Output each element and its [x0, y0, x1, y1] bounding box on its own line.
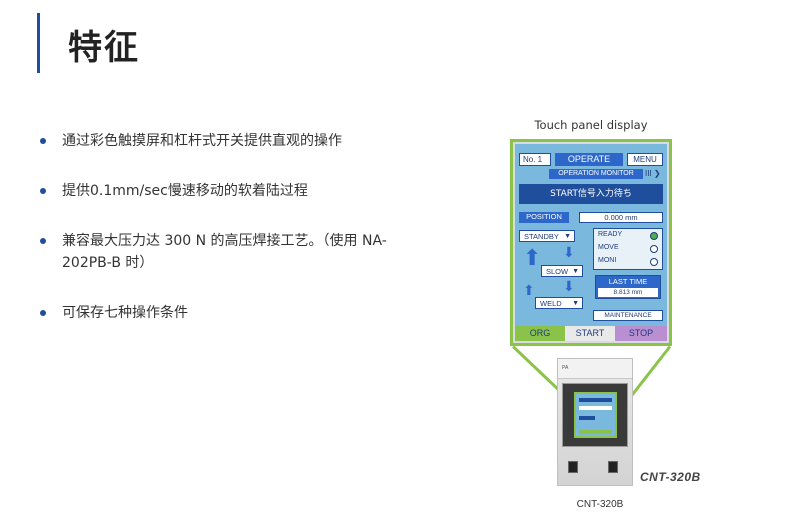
cnt-320b-device-image: PA [557, 358, 633, 486]
dropdown-icon: ▼ [572, 300, 579, 307]
maintenance-button-image: MAINTENANCE [593, 310, 663, 321]
feature-text: 兼容最大压力达 300 N 的高压焊接工艺。（使用 NA-202PB-B 时） [62, 233, 387, 271]
dropdown-icon: ▼ [564, 233, 571, 240]
operation-monitor-label: OPERATION MONITOR [549, 169, 643, 179]
feature-text: 可保存七种操作条件 [62, 305, 188, 321]
arrow-up-icon: ⬆ [523, 246, 542, 271]
device-mini-screen [574, 392, 617, 438]
status-box: READY MOVE MONI [593, 228, 663, 270]
feature-text: 提供0.1mm/sec慢速移动的软着陆过程 [62, 183, 308, 199]
last-time-label: LAST TIME [608, 277, 648, 286]
status-label: MONI [598, 257, 617, 264]
status-label: MOVE [598, 244, 619, 251]
program-number: No. 1 [519, 153, 551, 166]
radio-icon [650, 245, 658, 253]
operate-label: OPERATE [555, 153, 623, 166]
device-switch-icon [568, 461, 578, 473]
mini-screen-bar [579, 430, 612, 434]
slow-label: SLOW [546, 267, 569, 276]
title-accent-bar [37, 13, 40, 73]
mini-screen-bar [579, 406, 612, 410]
feature-list: 通过彩色触摸屏和杠杆式开关提供直观的操作 提供0.1mm/sec慢速移动的软着陆… [40, 130, 420, 352]
bullet-icon [40, 138, 46, 144]
radio-icon [650, 258, 658, 266]
touch-panel-screen: No. 1 OPERATE MENU OPERATION MONITOR III… [515, 144, 667, 341]
page-title: 特征 [68, 28, 140, 68]
status-label: READY [598, 231, 623, 238]
last-time-box: LAST TIME 8.813 mm [595, 275, 661, 299]
org-button-image: ORG [515, 326, 565, 341]
monitor-chevron-icon: III ❯ [645, 169, 661, 178]
touch-panel-image: No. 1 OPERATE MENU OPERATION MONITOR III… [510, 139, 672, 346]
dropdown-icon: ▼ [572, 268, 579, 275]
standby-label: STANDBY [524, 232, 559, 241]
device-front-panel [562, 383, 628, 447]
last-time-value: 8.813 mm [598, 288, 658, 297]
device-caption: CNT-320B [576, 499, 624, 510]
device-model-label: CNT-320B [640, 470, 701, 484]
bullet-icon [40, 188, 46, 194]
feature-item: 兼容最大压力达 300 N 的高压焊接工艺。（使用 NA-202PB-B 时） [40, 230, 420, 274]
arrow-down-icon: ⬇ [563, 279, 575, 295]
mini-screen-bar [579, 416, 595, 420]
feature-item: 提供0.1mm/sec慢速移动的软着陆过程 [40, 180, 420, 202]
bullet-icon [40, 310, 46, 316]
start-button-image: START [565, 326, 615, 341]
weld-label: WELD [540, 299, 562, 308]
device-top: PA [558, 359, 632, 379]
feature-item: 通过彩色触摸屏和杠杆式开关提供直观的操作 [40, 130, 420, 152]
weld-select: WELD ▼ [535, 297, 583, 309]
radio-selected-icon [650, 232, 658, 240]
mini-screen-bar [579, 398, 612, 402]
start-message: START信号入力待ち [519, 184, 663, 204]
standby-select: STANDBY ▼ [519, 230, 575, 242]
position-label: POSITION [519, 212, 569, 223]
device-switch-icon [608, 461, 618, 473]
position-value: 0.000 mm [579, 212, 663, 223]
arrow-up-icon: ⬆ [523, 283, 535, 299]
arrow-down-icon: ⬇ [563, 245, 575, 261]
touch-panel-caption: Touch panel display [534, 118, 648, 132]
device-brand-mark: PA [562, 365, 569, 371]
stop-button-image: STOP [615, 326, 667, 341]
feature-text: 通过彩色触摸屏和杠杆式开关提供直观的操作 [62, 133, 342, 149]
device-lower-panel [562, 453, 628, 481]
slow-select: SLOW ▼ [541, 265, 583, 277]
bullet-icon [40, 238, 46, 244]
menu-button-image: MENU [627, 153, 663, 166]
feature-item: 可保存七种操作条件 [40, 302, 420, 324]
